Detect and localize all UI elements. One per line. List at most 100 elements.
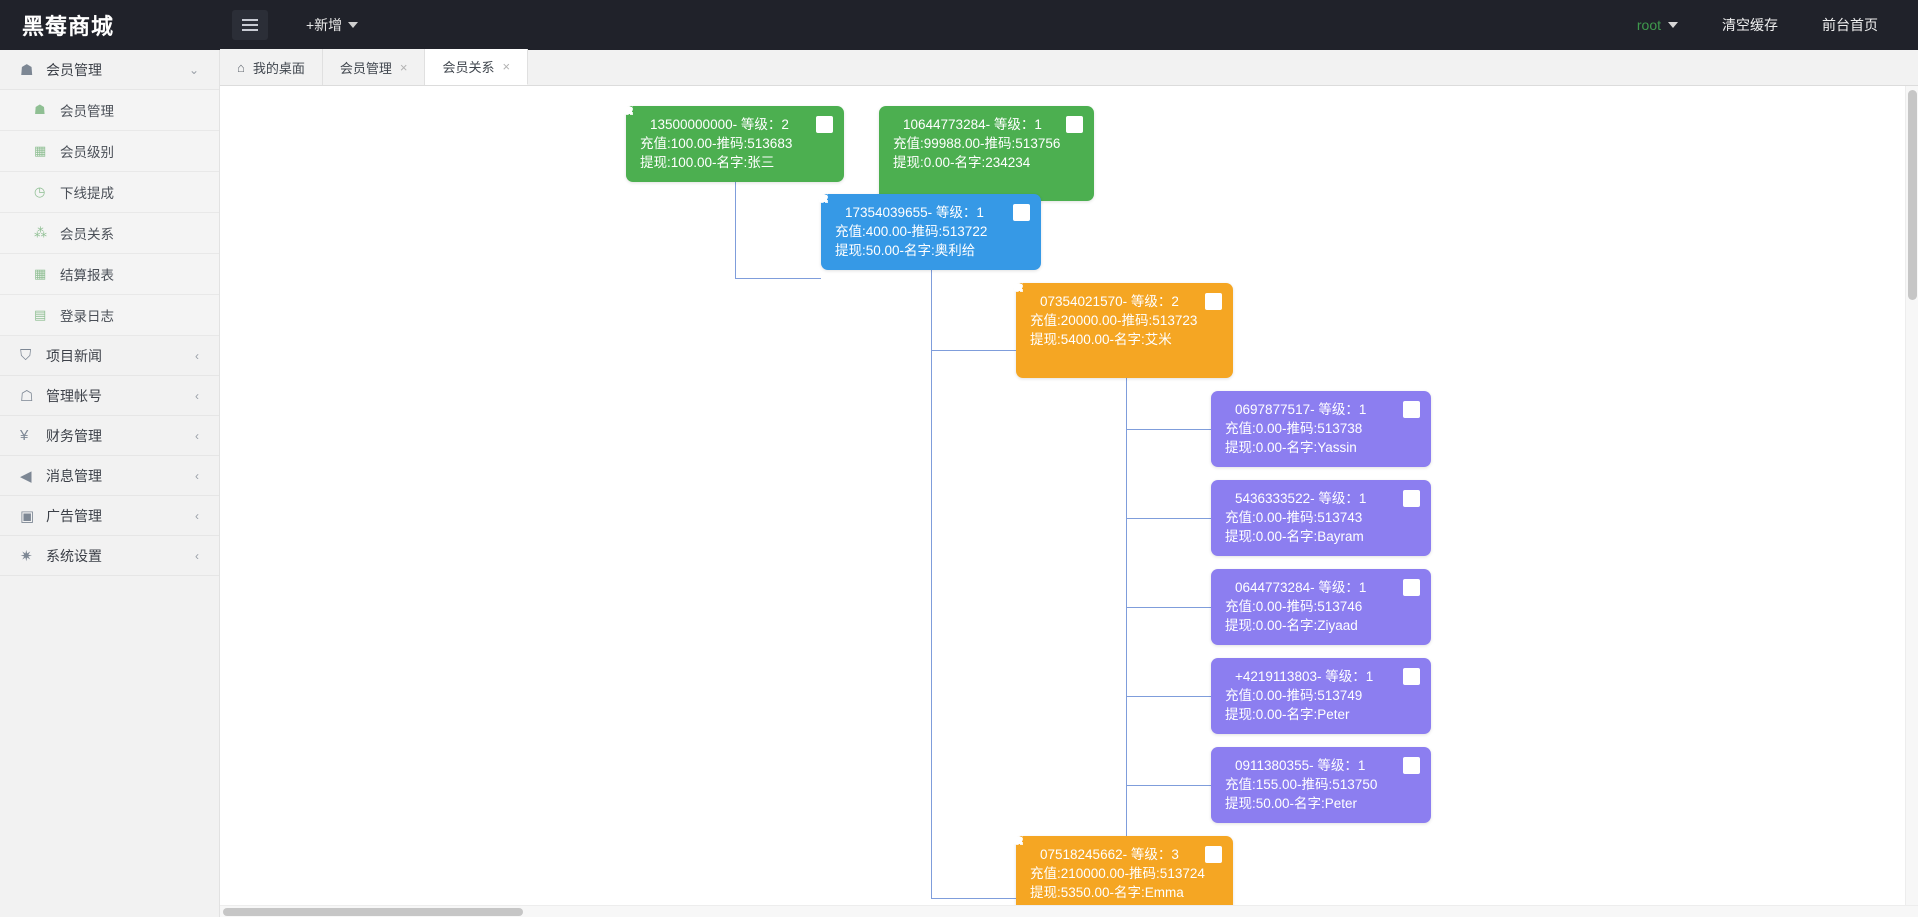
vertical-scrollbar[interactable] <box>1905 86 1918 905</box>
tree-node-n8[interactable]: +4219113803- 等级：1 充值:0.00-推码:513749 提现:0.0… <box>1211 658 1431 734</box>
sidebar-item-label: 下线提成 <box>60 186 114 201</box>
tab-2[interactable]: 会员关系× <box>425 49 529 85</box>
node-recharge: 充值:100.00-推码:513683 <box>640 136 793 151</box>
horizontal-scrollbar[interactable] <box>220 905 1918 917</box>
tab-1[interactable]: 会员管理 × <box>322 49 426 85</box>
sidebar-group-1[interactable]: ⛉项目新闻‹ <box>0 336 219 376</box>
drag-handle-icon[interactable] <box>812 187 828 203</box>
node-recharge: 充值:0.00-推码:513743 <box>1225 510 1363 525</box>
sidebar-item-0-3[interactable]: ⁂ 会员关系 <box>0 213 219 254</box>
tree-connector <box>1126 378 1127 858</box>
tree-connector <box>1126 518 1211 519</box>
chevron-left-icon: ‹ <box>195 468 199 483</box>
node-title: +4219113803- 等级：1 <box>1235 669 1374 684</box>
node-checkbox[interactable] <box>1205 846 1222 863</box>
sidebar-item-0-0[interactable]: ☗ 会员管理 <box>0 90 219 131</box>
node-title: 0911380355- 等级：1 <box>1235 758 1366 773</box>
sidebar-item-0-5[interactable]: ▤登录日志 <box>0 295 219 336</box>
node-checkbox[interactable] <box>1013 204 1030 221</box>
brand-logo: 黑莓商城 <box>22 14 115 39</box>
sidebar-item-0-1[interactable]: ▦会员级别 <box>0 131 219 172</box>
tab-label: 会员管理 <box>339 60 392 76</box>
add-new-button[interactable]: +新增 <box>306 15 359 35</box>
tab-label: 我的桌面 <box>252 60 305 76</box>
hamburger-line <box>242 19 258 21</box>
user-icon: ☗ <box>20 61 34 79</box>
drag-handle-icon[interactable] <box>617 99 633 115</box>
sidebar-item-label: 结算报表 <box>60 268 114 283</box>
node-withdraw: 提现:0.00-名字:Peter <box>1225 707 1350 722</box>
tree-node-n4[interactable]: 07354021570- 等级：2 充值:20000.00-推码:513723 提现… <box>1007 276 1233 378</box>
chevron-left-icon: ‹ <box>195 508 199 523</box>
node-withdraw: 提现:100.00-名字:张三 <box>640 155 775 170</box>
drag-handle-icon[interactable] <box>1007 276 1023 292</box>
sidebar-group-label: 会员管理 <box>46 61 102 78</box>
node-checkbox[interactable] <box>1066 116 1083 133</box>
sidebar-item-0-4[interactable]: ▦结算报表 <box>0 254 219 295</box>
drag-handle-icon[interactable] <box>1007 829 1023 845</box>
tab-bar: ⌂我的桌面会员管理×会员关系× <box>220 49 1918 86</box>
tree-icon: ⁂ <box>34 225 47 240</box>
sidebar-group-label: 消息管理 <box>46 467 102 484</box>
chevron-left-icon: ‹ <box>195 348 199 363</box>
user-icon: ☗ <box>34 102 46 117</box>
node-withdraw: 提现:5400.00-名字:艾米 <box>1030 332 1172 347</box>
node-withdraw: 提现:50.00-名字:Peter <box>1225 796 1358 811</box>
account-icon: ☖ <box>20 387 34 405</box>
node-checkbox[interactable] <box>1403 401 1420 418</box>
node-title: 0697877517- 等级：1 <box>1235 402 1367 417</box>
speaker-icon: ◀ <box>20 467 32 485</box>
sidebar-item-label: 会员管理 <box>60 104 114 119</box>
node-checkbox[interactable] <box>1403 579 1420 596</box>
clear-cache-button[interactable]: 清空缓存 <box>1722 17 1778 33</box>
tree-connector <box>931 898 1016 899</box>
node-recharge: 充值:0.00-推码:513749 <box>1225 688 1363 703</box>
sidebar-group-3[interactable]: ¥财务管理‹ <box>0 416 219 456</box>
vertical-scrollbar-thumb[interactable] <box>1908 90 1917 300</box>
node-title: 5436333522- 等级：1 <box>1235 491 1367 506</box>
node-withdraw: 提现:0.00-名字:Yassin <box>1225 440 1357 455</box>
book-icon: ⛉ <box>20 347 32 364</box>
sidebar-item-0-2[interactable]: ◷下线提成 <box>0 172 219 213</box>
tree-connector <box>1126 429 1211 430</box>
node-withdraw: 提现:0.00-名字:234234 <box>893 155 1031 170</box>
tab-0[interactable]: ⌂我的桌面 <box>220 49 323 85</box>
tab-close-icon[interactable]: × <box>399 59 408 75</box>
user-menu[interactable]: root <box>1637 17 1678 33</box>
node-title: 17354039655- 等级：1 <box>845 205 984 220</box>
sidebar-group-0[interactable]: ☗会员管理⌄ <box>0 50 219 90</box>
horizontal-scrollbar-thumb[interactable] <box>223 908 523 916</box>
sidebar-group-label: 财务管理 <box>46 427 102 444</box>
sidebar-group-label: 管理帐号 <box>46 387 102 404</box>
sidebar-group-label: 系统设置 <box>46 547 102 564</box>
chevron-down-icon <box>1668 22 1678 28</box>
node-checkbox[interactable] <box>1403 757 1420 774</box>
node-checkbox[interactable] <box>816 116 833 133</box>
sidebar-group-2[interactable]: ☖管理帐号‹ <box>0 376 219 416</box>
sidebar-group-4[interactable]: ◀ 消息管理 ‹ <box>0 456 219 496</box>
front-home-link[interactable]: 前台首页 <box>1822 17 1878 33</box>
node-checkbox[interactable] <box>1403 668 1420 685</box>
sidebar-item-label: 会员关系 <box>60 227 114 242</box>
node-checkbox[interactable] <box>1205 293 1222 310</box>
tab-close-icon[interactable]: × <box>502 59 511 74</box>
node-title: 07354021570- 等级：2 <box>1040 294 1179 309</box>
node-checkbox[interactable] <box>1403 490 1420 507</box>
grid-icon: ▦ <box>34 143 47 158</box>
sidebar-group-5[interactable]: ▣广告管理‹ <box>0 496 219 536</box>
sidebar-group-6[interactable]: ✷系统设置‹ <box>0 536 219 576</box>
tree-connector <box>931 350 932 898</box>
node-title: 10644773284- 等级：1 <box>903 117 1042 132</box>
tree-connector <box>735 278 821 279</box>
menu-toggle-icon[interactable] <box>232 10 268 40</box>
node-recharge: 充值:20000.00-推码:513723 <box>1030 313 1198 328</box>
